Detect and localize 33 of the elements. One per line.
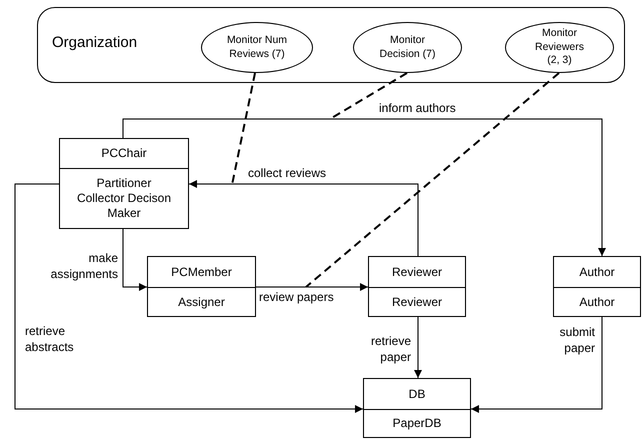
class-role: Author xyxy=(579,294,615,310)
dashed-line xyxy=(231,72,256,186)
class-box xyxy=(553,256,641,317)
class-box xyxy=(363,378,471,438)
class-name: Reviewer xyxy=(392,264,442,280)
class-role: Partitioner Collector Decison Maker xyxy=(76,176,172,221)
arrow xyxy=(188,180,418,256)
edge-label: retrieve paper xyxy=(370,334,412,366)
class-box xyxy=(147,256,256,317)
ellipse-label: Monitor Decision (7) xyxy=(378,34,436,62)
class-name: Author xyxy=(579,264,615,280)
arrow xyxy=(14,184,364,413)
arrow xyxy=(122,228,148,291)
group-box xyxy=(37,7,625,83)
dashed-line xyxy=(305,72,560,288)
edge-label: review papers xyxy=(258,290,335,306)
ellipse-label: Monitor Reviewers (2, 3) xyxy=(534,27,585,68)
arrow xyxy=(122,118,606,256)
edge-label: submit paper xyxy=(558,325,596,356)
class-name: PCMember xyxy=(171,264,232,280)
group-title: Organization xyxy=(52,34,138,51)
class-role: Assigner xyxy=(178,294,225,310)
arrow xyxy=(256,283,368,291)
class-box xyxy=(368,256,466,317)
class-name: PCChair xyxy=(101,146,147,161)
ellipse-label: Monitor Num Reviews (7) xyxy=(226,34,288,62)
edge-label: make assignments xyxy=(50,251,119,282)
class-name: DB xyxy=(408,386,426,402)
arrow xyxy=(414,316,422,378)
class-role: Reviewer xyxy=(392,294,442,310)
class-box xyxy=(59,138,189,229)
arrow xyxy=(470,316,602,413)
class-role: PaperDB xyxy=(392,416,442,431)
